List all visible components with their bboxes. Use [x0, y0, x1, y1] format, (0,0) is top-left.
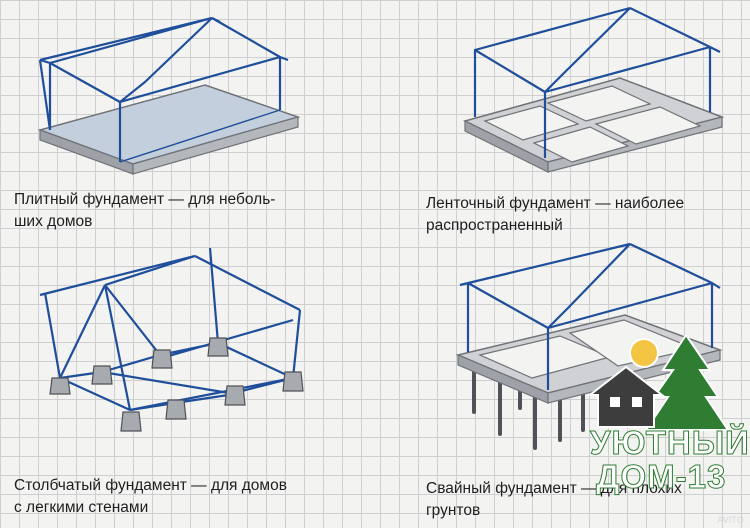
strip-cell [483, 105, 580, 141]
pile-house-frame [459, 242, 721, 390]
pier [224, 385, 246, 406]
caption-slab-foundation: Плитный фундамент — для неболь- ших домо… [14, 189, 275, 233]
slab-foundation-figure [37, 16, 301, 175]
caption-pile-foundation: Свайный фундамент — для плохих грунтов [426, 478, 682, 522]
caption-line: ших домов [14, 213, 93, 230]
logo-text-top: УЮТНЫЙ [590, 424, 750, 462]
caption-line: Свайный фундамент — для плохих [426, 480, 682, 497]
sun-icon [629, 338, 659, 368]
slab-right-side [132, 116, 299, 175]
tree-icon [644, 335, 728, 431]
strip-house-frame [473, 6, 721, 158]
strip-cell [594, 106, 702, 145]
column-foundation-figure [39, 247, 304, 432]
logo-text-bottom: ДОМ-13 [595, 458, 727, 496]
caption-column-foundation: Столбчатый фундамент — для домов с легки… [14, 475, 287, 519]
strip-cell [546, 85, 652, 122]
caption-line: грунтов [426, 502, 481, 519]
caption-line: Плитный фундамент — для неболь- [14, 191, 276, 208]
pier [91, 365, 113, 385]
watermark: AVITO [717, 516, 744, 526]
strip-foundation-figure [462, 6, 725, 173]
pier [49, 377, 71, 395]
column-house-frame [39, 247, 302, 412]
pier [151, 349, 173, 369]
caption-strip-foundation: Ленточный фундамент — наиболее распростр… [426, 193, 684, 237]
pier [282, 371, 304, 392]
caption-line: Столбчатый фундамент — для домов [14, 477, 287, 494]
house-icon [588, 365, 665, 428]
pier [165, 399, 187, 420]
caption-line: распространенный [426, 217, 563, 234]
caption-line: с легкими стенами [14, 499, 149, 516]
caption-line: Ленточный фундамент — наиболее [426, 195, 685, 212]
slab-house-frame [38, 16, 289, 162]
strip-cell [532, 126, 630, 163]
pier [207, 337, 229, 357]
logo-emblem [588, 335, 728, 431]
pier [120, 411, 142, 432]
